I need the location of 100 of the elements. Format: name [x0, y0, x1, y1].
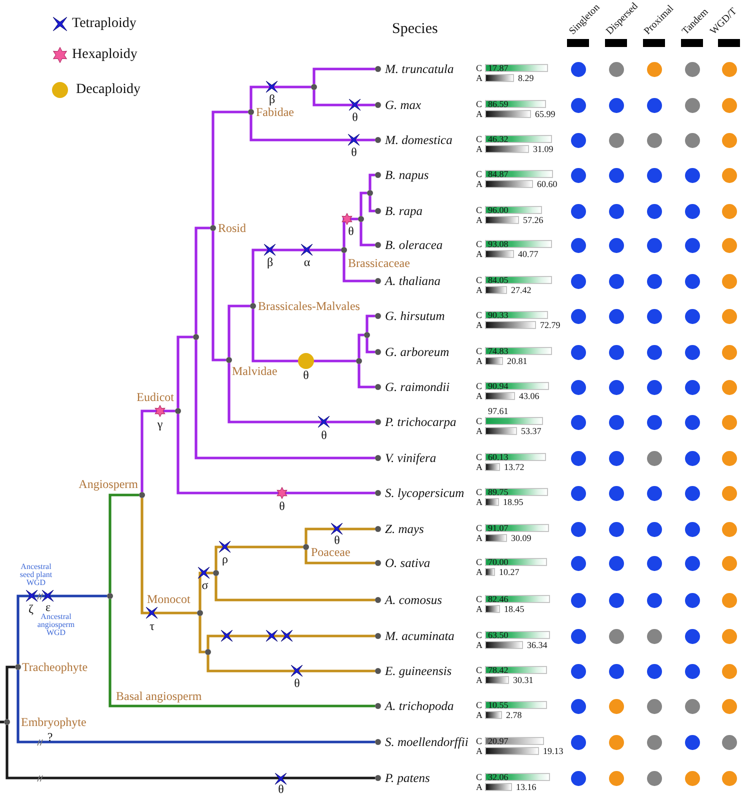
event-label: θ [279, 500, 285, 512]
tree-branch [206, 655, 375, 672]
tree-branch [214, 576, 375, 602]
legend-label: Decaploidy [76, 81, 141, 99]
clade-label: Fabidae [256, 106, 294, 118]
bar-value: 32.06 [488, 772, 508, 782]
bar-value: 31.09 [533, 144, 554, 154]
bar-value: 72.79 [540, 320, 560, 330]
series-letter: C [476, 346, 482, 356]
species-name: B. napus [385, 167, 429, 183]
series-letter: A [476, 782, 482, 792]
tree-branch [6, 725, 375, 780]
series-letter: A [476, 249, 482, 259]
bar-value: 19.13 [543, 746, 564, 756]
tree-branch [176, 414, 375, 494]
tree-branch [366, 314, 375, 332]
series-letter: C [476, 630, 482, 640]
species-name: G. hirsutum [385, 308, 445, 324]
series-letter: A [476, 391, 482, 401]
node-dot-icon [15, 664, 21, 670]
tree-branch [304, 550, 375, 564]
species-name: B. oleracea [385, 237, 443, 253]
bar-value: 20.81 [507, 356, 528, 366]
node-dot-icon [248, 109, 254, 115]
clade-label: Tracheophyte [22, 661, 88, 673]
bar-value: 82.46 [488, 594, 508, 604]
event-label: γ [157, 418, 163, 430]
tree-branch [342, 253, 375, 282]
series-letter: A [476, 320, 482, 330]
bar-value: 84.05 [488, 275, 508, 285]
tree-branch [16, 670, 375, 744]
bar-value: 30.09 [511, 533, 532, 543]
tree-branch [358, 334, 364, 358]
series-letter: C [476, 700, 482, 710]
node-dot-icon [139, 492, 145, 498]
clade-label: Rosid [218, 222, 246, 234]
bar-value: 40.77 [518, 249, 538, 259]
series-letter: A [476, 710, 482, 720]
bar-value: 60.13 [488, 452, 508, 462]
event-label: θ [348, 225, 354, 237]
tree-branch [6, 666, 15, 719]
bar-value: 30.31 [513, 675, 534, 685]
series-letter: A [476, 640, 482, 650]
species-name: G. arboreum [385, 344, 450, 360]
node-dot-icon [367, 190, 373, 196]
series-letter: A [476, 497, 482, 507]
node-dot-icon [197, 610, 203, 616]
tree-branch [0, 720, 4, 724]
series-letter: A [476, 533, 482, 543]
node-dot-icon [341, 247, 347, 253]
node-dot-icon [213, 570, 219, 576]
series-letter: A [476, 356, 482, 366]
legend-label: Hexaploidy [72, 46, 138, 64]
event-label: σ [202, 579, 208, 591]
series-letter: C [476, 99, 482, 109]
tree-branch [368, 174, 375, 190]
tree-branch [228, 363, 375, 424]
bar-value: 13.16 [516, 782, 536, 792]
node-dot-icon [193, 334, 199, 340]
series-letter: A [476, 109, 482, 119]
tree-branch [304, 528, 375, 544]
series-letter: C [476, 239, 482, 249]
tree-branch [108, 599, 375, 708]
event-label: α [304, 256, 310, 268]
bar-value: 70.00 [488, 557, 508, 567]
series-letter: C [476, 169, 482, 179]
series-letter: C [476, 665, 482, 675]
tree-branch [198, 616, 205, 654]
event-label: β [266, 256, 274, 268]
branch-label: Basal angiosperm [115, 690, 203, 702]
species-name: G. max [385, 97, 422, 113]
bar-value: 90.33 [488, 310, 508, 320]
clade-label: Malvidae [232, 365, 278, 377]
tree-branch [312, 68, 375, 84]
series-letter: C [476, 381, 482, 391]
tree-branch [206, 634, 375, 649]
series-letter: A [476, 285, 482, 295]
series-letter: A [476, 426, 482, 436]
tree-branch [194, 340, 375, 460]
bar-value: 86.59 [488, 99, 508, 109]
series-letter: C [476, 557, 482, 567]
bar-value: 57.26 [523, 215, 544, 225]
annotation-text: Ancestral seed plant WGD [18, 563, 54, 587]
tree-branch [250, 86, 311, 109]
species-name: M. acuminata [385, 628, 454, 644]
species-name: S. moellendorffii [385, 734, 468, 750]
bar-value: 20.97 [488, 736, 508, 746]
tree-branch [212, 110, 248, 225]
bar-value: 18.45 [504, 604, 524, 614]
bar-value: 84.87 [488, 169, 508, 179]
species-name: M. truncatula [385, 61, 454, 77]
species-name: B. rapa [385, 203, 422, 219]
event-label: θ [352, 111, 358, 123]
tree-branch [368, 196, 375, 212]
bar-value: 2.78 [506, 710, 522, 720]
tree-branch [140, 498, 197, 614]
bar-value: 53.37 [521, 426, 542, 436]
event-label: ? [47, 731, 53, 743]
event-label: θ [321, 429, 327, 441]
tree-branch [16, 594, 107, 664]
